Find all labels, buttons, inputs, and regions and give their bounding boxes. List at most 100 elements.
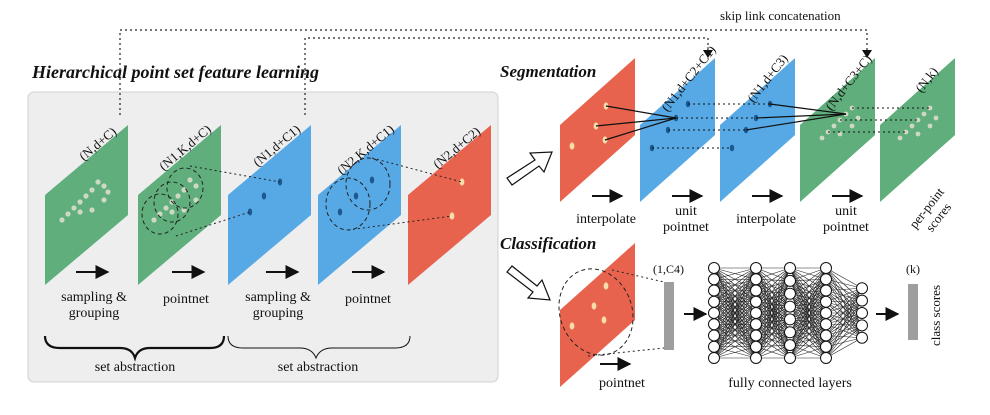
fc-edge — [755, 324, 791, 359]
fc-edge — [825, 337, 863, 359]
fc-edge — [789, 280, 827, 303]
fc-edge — [755, 280, 791, 336]
seg-plane-3 — [800, 58, 875, 202]
fc-edge — [825, 288, 863, 336]
fc-edge — [755, 279, 791, 320]
fc-edge — [825, 301, 863, 314]
fc-neuron — [784, 313, 796, 326]
fc-neuron — [750, 307, 762, 319]
diagram-title: Hierarchical point set feature learning — [32, 62, 320, 82]
skip-arrowhead-2 — [703, 50, 713, 58]
brace-set-abstraction-1 — [43, 335, 226, 362]
interp-lines-2 — [745, 103, 847, 131]
unit-pointnet-lines-1 — [652, 103, 770, 149]
fc-neuron — [708, 340, 720, 353]
fc-edge — [755, 279, 791, 333]
fc-edge — [825, 312, 863, 359]
fc-neuron — [784, 339, 796, 352]
fc-edge — [789, 290, 827, 307]
fc-edge — [789, 279, 827, 320]
fc-edge — [789, 306, 827, 314]
brace-set-abstraction-2 — [227, 335, 411, 360]
fc-neuron — [750, 352, 762, 364]
fc-edge — [825, 312, 863, 336]
seg-plane-2 — [720, 58, 795, 202]
fc-edge — [825, 325, 863, 336]
fc-edge — [825, 301, 863, 338]
fc-edge — [789, 293, 827, 314]
fc-edge — [825, 278, 863, 301]
features-1-points — [247, 178, 283, 216]
fc-edge — [825, 267, 863, 326]
fc-edge — [789, 319, 827, 347]
fc-edge — [825, 267, 863, 289]
seg-plane-coarse — [560, 58, 635, 202]
set-abstraction-label-2: set abstraction — [277, 360, 359, 375]
fc-neuron — [820, 318, 832, 331]
fc-edge — [825, 300, 863, 325]
fc-edge — [713, 290, 757, 359]
fc-neuron — [820, 340, 832, 353]
fc-edge — [755, 312, 791, 359]
fc-edge — [825, 337, 863, 348]
fc-edge — [713, 267, 757, 336]
fc-neuron — [784, 287, 796, 300]
fc-neuron — [750, 329, 762, 342]
fc-edge — [789, 267, 827, 325]
fc-edge — [713, 267, 757, 280]
fc-neuron — [708, 318, 720, 331]
fc-edge — [789, 323, 827, 333]
fc-edge — [789, 290, 827, 333]
fc-edge — [825, 287, 863, 303]
fc-edge — [755, 323, 791, 346]
fc-edge — [789, 335, 827, 359]
set-abstraction-label-1: set abstraction — [94, 360, 176, 375]
group-to-feature-lines — [175, 165, 281, 237]
fc-neuron — [708, 284, 720, 297]
fc-edge — [755, 280, 791, 303]
fc-edge — [755, 306, 791, 336]
fc-edge — [713, 324, 757, 359]
fc-edge — [825, 267, 863, 338]
fc-edge — [825, 312, 863, 325]
fc-neuron — [784, 300, 796, 313]
fc-edge — [755, 290, 791, 333]
fc-edge — [755, 332, 791, 348]
fc-edge — [789, 301, 827, 333]
fc-edge — [789, 267, 827, 282]
skip-arrowhead-1 — [862, 50, 872, 58]
classification-title: Classification — [500, 234, 597, 253]
fc-edge — [825, 312, 863, 338]
seg-step-3: interpolate — [736, 212, 796, 227]
fc-neuron — [820, 307, 832, 319]
fc-neuron — [856, 294, 868, 307]
plane-features-2 — [408, 125, 491, 285]
fc-edge — [825, 290, 863, 301]
seg-output-points — [897, 105, 939, 141]
fc-edge — [713, 279, 757, 359]
fc-edge — [755, 312, 791, 333]
fc-edge — [789, 290, 827, 320]
cls-grouping-ring — [558, 268, 634, 356]
plane-features-1 — [228, 125, 311, 285]
fc-edge — [755, 301, 791, 320]
fc-neuron — [750, 295, 762, 308]
fc-neuron — [708, 352, 720, 364]
fc-edge — [755, 290, 791, 346]
fc-edge — [789, 312, 827, 320]
fc-neuron — [820, 273, 832, 286]
fc-neuron — [820, 284, 832, 297]
features-2-points — [449, 178, 465, 220]
fc-edge — [789, 279, 827, 359]
fc-edge — [789, 267, 827, 294]
fc-edge — [825, 300, 863, 303]
fc-edge — [789, 319, 827, 359]
fc-edge — [825, 323, 863, 339]
fully-connected-network — [708, 262, 868, 364]
fc-edge — [789, 306, 827, 325]
fc-edge — [789, 293, 827, 325]
fc-edge — [755, 306, 791, 325]
grouped-1-rings — [141, 167, 204, 235]
fc-edge — [789, 312, 827, 346]
